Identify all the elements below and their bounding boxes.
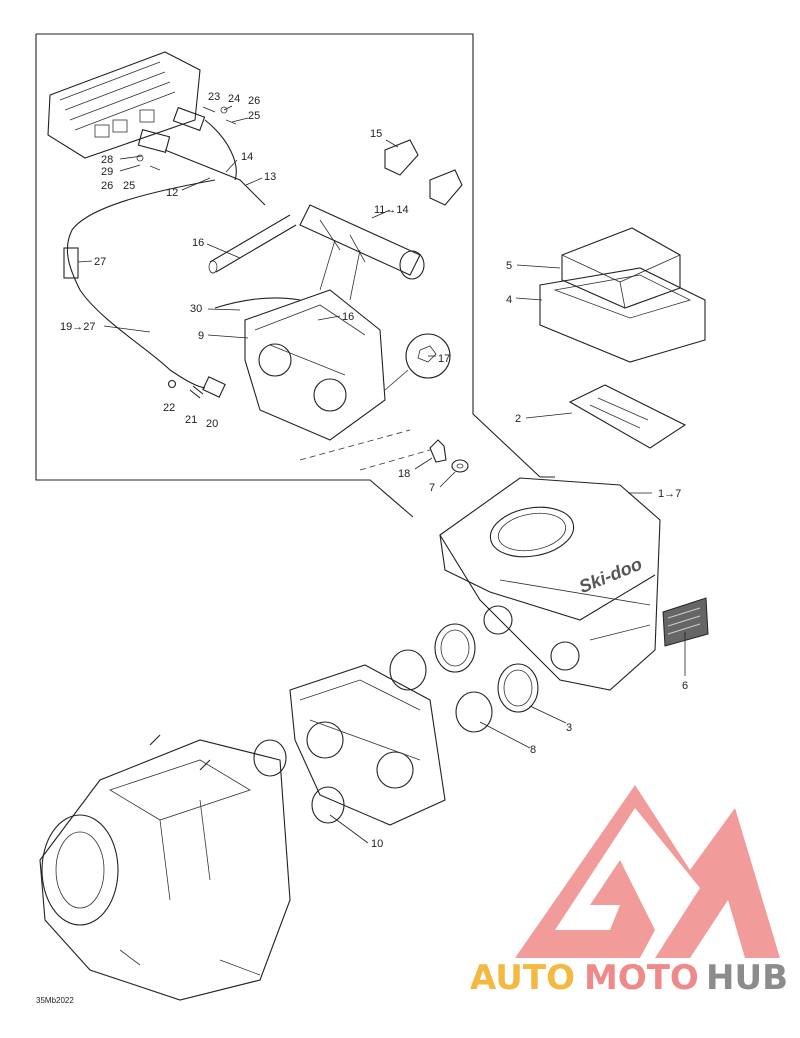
intake-silencer bbox=[439, 477, 661, 691]
cable-boot bbox=[63, 247, 79, 279]
callout-13: 13 bbox=[264, 171, 276, 183]
decal bbox=[662, 597, 709, 647]
callout-6: 6 bbox=[682, 680, 688, 692]
callout-4: 4 bbox=[506, 294, 512, 306]
callout-12: 12 bbox=[166, 187, 178, 199]
diagram-reference-code: 35Mb2022 bbox=[36, 996, 74, 1005]
watermark-brand-auto: AUTO bbox=[470, 958, 575, 998]
callout-16-upper: 16 bbox=[192, 237, 204, 249]
callout-2: 2 bbox=[515, 413, 521, 425]
callout-8: 8 bbox=[530, 744, 536, 756]
callout-17: 17 bbox=[438, 353, 450, 365]
clamp-set bbox=[253, 649, 493, 824]
callout-28: 28 bbox=[101, 154, 113, 166]
detail-frame bbox=[35, 33, 555, 518]
watermark-brand-moto: MOTO bbox=[584, 958, 699, 998]
fuel-rail bbox=[299, 204, 425, 301]
silencer-brand-text: Ski-doo bbox=[576, 554, 645, 597]
carburetor-assembly-upper bbox=[214, 289, 386, 441]
callout-30: 30 bbox=[190, 303, 202, 315]
callout-7: 7 bbox=[429, 482, 435, 494]
callout-26-lower: 26 bbox=[101, 180, 113, 192]
sensor-bolt-group bbox=[167, 376, 226, 399]
callout-25-lower: 25 bbox=[123, 180, 135, 192]
retainer-plate bbox=[568, 384, 687, 449]
callout-26: 26 bbox=[248, 95, 260, 107]
engine-block bbox=[39, 734, 291, 1001]
filter-element-pair bbox=[539, 227, 706, 363]
intake-adaptor-pair bbox=[434, 623, 539, 713]
cdi-module bbox=[47, 51, 201, 159]
callout-1-to-7: 1→7 bbox=[658, 488, 681, 500]
callout-25: 25 bbox=[248, 110, 260, 122]
carburetor-assembly-lower bbox=[289, 664, 446, 826]
watermark-logo bbox=[515, 785, 780, 958]
watermark-brand-hub: HUB bbox=[706, 958, 788, 998]
fuel-hose bbox=[209, 214, 297, 273]
callout-19-to-27: 19→27 bbox=[60, 321, 95, 333]
callout-3: 3 bbox=[566, 722, 572, 734]
callout-5: 5 bbox=[506, 260, 512, 272]
callout-27: 27 bbox=[94, 256, 106, 268]
detail-dashed-link bbox=[299, 429, 431, 471]
callout-24: 24 bbox=[228, 93, 240, 105]
callout-20: 20 bbox=[206, 418, 218, 430]
callout-9: 9 bbox=[198, 330, 204, 342]
harness-connector bbox=[136, 106, 266, 206]
leader-lines bbox=[77, 105, 686, 844]
clip-set bbox=[384, 139, 463, 206]
callout-21: 21 bbox=[185, 414, 197, 426]
callout-16-lower: 16 bbox=[342, 311, 354, 323]
callout-22: 22 bbox=[163, 402, 175, 414]
detail-magnifier bbox=[405, 333, 451, 379]
callout-23: 23 bbox=[208, 91, 220, 103]
callout-15: 15 bbox=[370, 128, 382, 140]
callout-29: 29 bbox=[101, 166, 113, 178]
sensor-cable bbox=[66, 179, 216, 389]
callout-18: 18 bbox=[398, 468, 410, 480]
fitting-washer bbox=[429, 439, 469, 473]
callout-11-to-14: 11→14 bbox=[374, 204, 409, 216]
callout-14: 14 bbox=[241, 151, 253, 163]
callout-10: 10 bbox=[371, 838, 383, 850]
